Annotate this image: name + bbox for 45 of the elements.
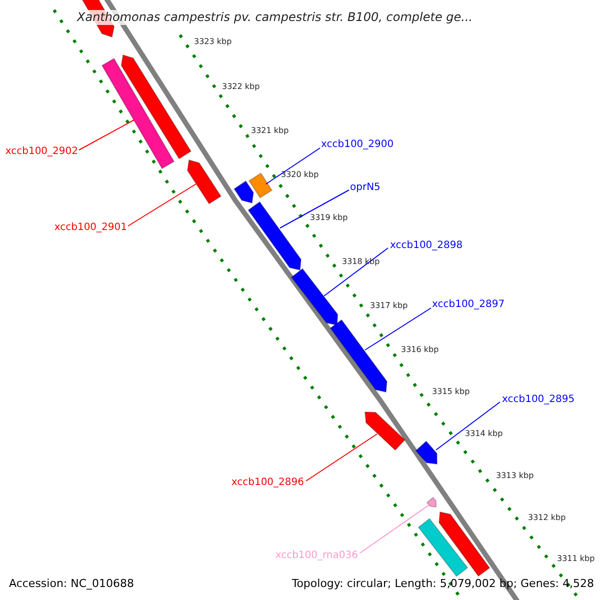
scale-label: 3313 kbp	[496, 471, 534, 481]
gene-feature	[364, 411, 406, 451]
scale-label: 3323 kbp	[194, 37, 232, 47]
gene-label: xccb100_2902	[5, 145, 78, 158]
leader-line	[364, 308, 432, 350]
leader-line	[306, 434, 378, 482]
leader-line	[324, 248, 388, 296]
scale-label: 3316 kbp	[401, 345, 439, 355]
leader-line	[436, 402, 500, 450]
gene-feature	[120, 54, 192, 160]
gene-bar	[418, 518, 468, 577]
gene-feature	[415, 440, 438, 465]
gene-label: xccb100_2895	[502, 393, 575, 406]
gene-label: xccb100_2896	[231, 476, 304, 489]
leader-line	[280, 190, 350, 228]
gene-label: xccb100_2897	[432, 298, 505, 311]
leader-line	[78, 120, 134, 150]
gene-bar	[248, 172, 273, 198]
gene-feature	[186, 159, 222, 204]
gene-feature	[248, 201, 302, 271]
gene-feature	[426, 496, 436, 508]
gene-feature	[290, 268, 338, 326]
scale-label: 3319 kbp	[310, 213, 348, 223]
scale-label: 3315 kbp	[432, 387, 470, 397]
gene-label: xccb100_2900	[321, 138, 394, 151]
scale-label: 3311 kbp	[557, 554, 595, 564]
gene-feature	[438, 511, 490, 577]
gene-feature	[234, 180, 254, 204]
genome-summary-text: Topology: circular; Length: 5,079,002 bp; Genes: 4,528	[292, 577, 594, 590]
scale-label: 3322 kbp	[222, 82, 260, 92]
gene-label: xccb100_2898	[390, 239, 463, 252]
gene-label: xccb100_rna036	[275, 549, 358, 562]
leader-line	[128, 184, 196, 226]
gene-label: xccb100_2901	[54, 221, 127, 234]
leader-line	[266, 148, 320, 184]
accession-text: Accession: NC_010688	[9, 577, 134, 590]
gene-feature	[330, 319, 388, 393]
scale-label: 3317 kbp	[370, 301, 408, 311]
gene-label: oprN5	[350, 181, 380, 194]
leader-line	[360, 504, 430, 554]
scale-label: 3312 kbp	[528, 513, 566, 523]
gene-bar	[101, 58, 175, 170]
scale-label: 3320 kbp	[281, 170, 319, 180]
scale-label: 3314 kbp	[465, 429, 503, 439]
scale-label: 3321 kbp	[251, 126, 289, 136]
